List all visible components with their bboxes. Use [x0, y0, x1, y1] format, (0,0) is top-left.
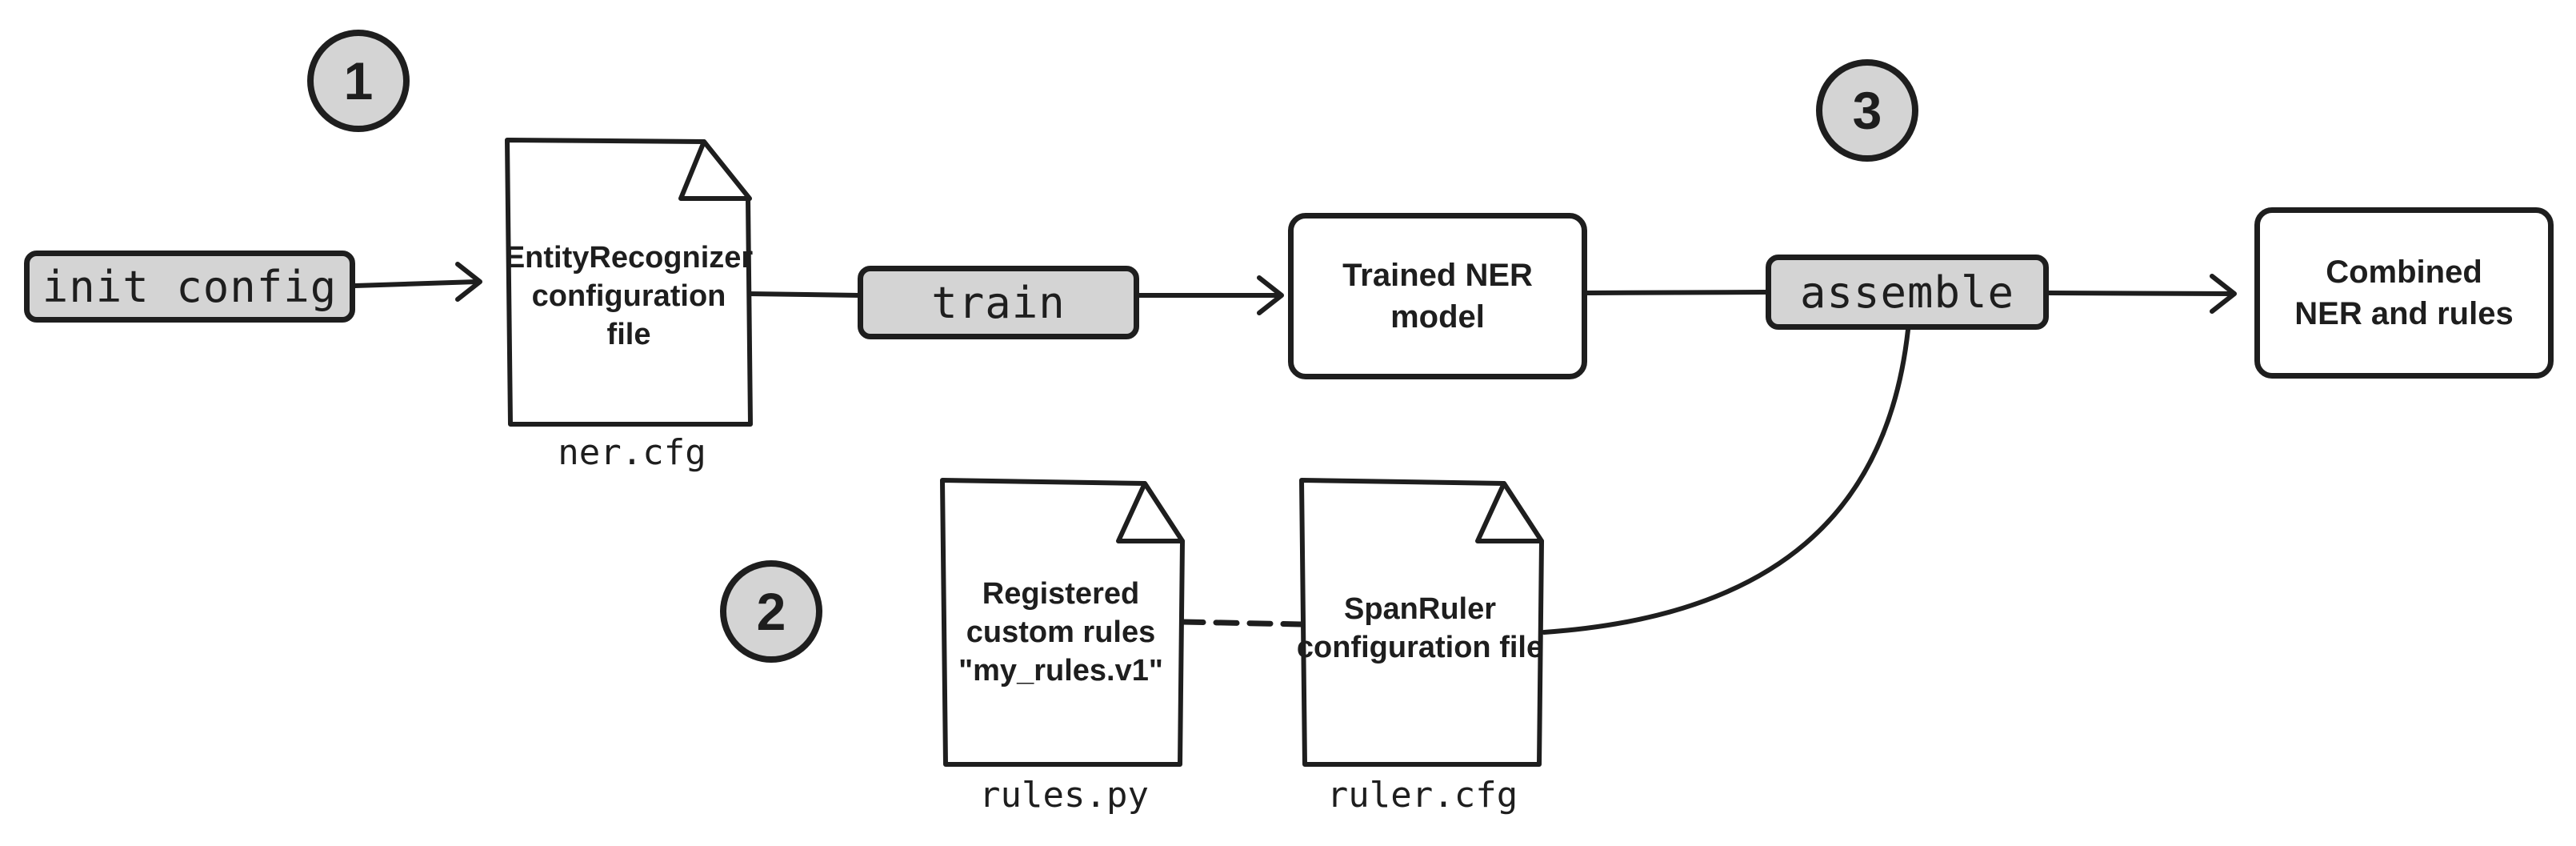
ruler-config-label: SpanRuler configuration file: [1296, 592, 1544, 664]
ruler-config-document: [1299, 478, 1544, 767]
line-ner-to-train: [746, 291, 862, 298]
dashed-link-rules-to-ruler: [1179, 619, 1304, 627]
curve-ruler-to-assemble: [1542, 327, 1910, 635]
trained-ner-model-box: Trained NER model: [1288, 213, 1587, 379]
ner-config-document: [505, 138, 753, 427]
arrow-assemble-to-combined: [2046, 291, 2234, 296]
rules-py-filename: rules.py: [979, 775, 1149, 816]
step-3-badge: 3: [1816, 59, 1918, 162]
init-config-step: init config: [24, 251, 355, 323]
line-model-to-assemble: [1585, 290, 1768, 295]
arrow-init-to-ner: [353, 279, 479, 288]
train-step: train: [858, 266, 1139, 339]
ner-config-label: EntityRecognizer configuration file: [504, 241, 754, 351]
ruler-cfg-filename: ruler.cfg: [1326, 775, 1518, 816]
step-2-badge: 2: [720, 560, 822, 663]
custom-rules-document: [940, 478, 1185, 767]
ner-cfg-filename: ner.cfg: [558, 432, 706, 473]
step-1-badge: 1: [307, 30, 410, 132]
custom-rules-label: Registered custom rules "my_rules.v1": [958, 577, 1163, 688]
assemble-step: assemble: [1766, 255, 2049, 330]
combined-ner-rules-box: Combined NER and rules: [2254, 207, 2554, 379]
